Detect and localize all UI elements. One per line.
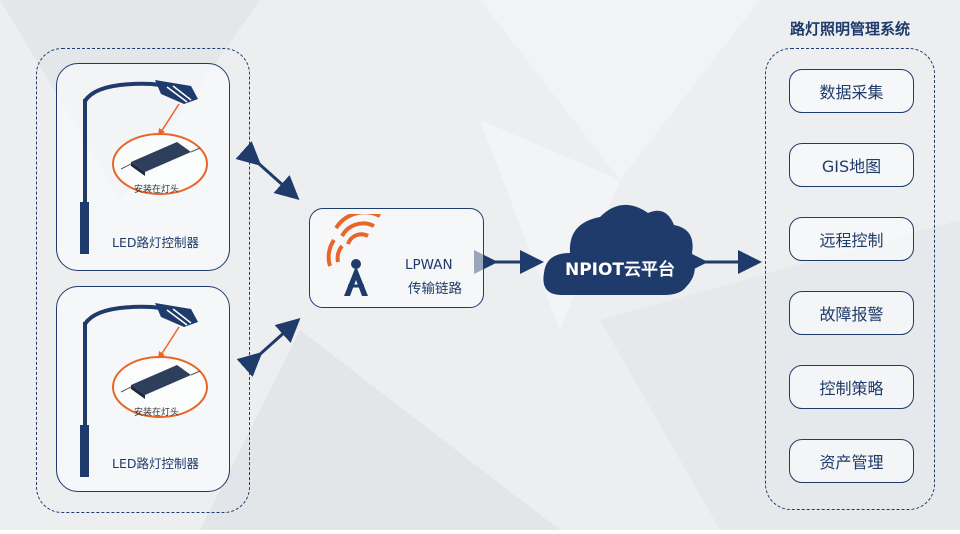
system-item-remote-control[interactable]: 远程控制 bbox=[789, 217, 914, 261]
management-system-group bbox=[765, 48, 935, 510]
lamp-controller-label: LED路灯控制器 bbox=[112, 235, 199, 250]
cloud-icon bbox=[543, 204, 695, 295]
cloud-platform-label: NPIOT云平台 bbox=[564, 260, 676, 280]
lamp-controller-card-1[interactable]: 安装在灯头 LED路灯控制器 bbox=[56, 63, 230, 271]
lpwan-link-box[interactable]: LPWAN 传输链路 bbox=[309, 208, 484, 308]
lamp-controller-group bbox=[36, 48, 250, 513]
device-install-label: 安装在灯头 bbox=[134, 408, 180, 418]
management-system-title: 路灯照明管理系统 bbox=[789, 20, 910, 38]
arrow-lamp1-lpwan bbox=[235, 141, 300, 201]
street-lamp-icon bbox=[80, 80, 208, 254]
lamp-controller-card-2[interactable]: 安装在灯头 LED路灯控制器 bbox=[56, 286, 230, 492]
device-install-label: 安装在灯头 bbox=[134, 185, 180, 195]
lpwan-title: LPWAN bbox=[405, 257, 453, 273]
lamp-controller-label: LED路灯控制器 bbox=[112, 456, 199, 471]
system-item-asset-management[interactable]: 资产管理 bbox=[789, 439, 914, 483]
street-lamp-icon bbox=[80, 303, 208, 477]
system-item-gis-map[interactable]: GIS地图 bbox=[789, 143, 914, 187]
signal-tower-icon bbox=[326, 214, 381, 296]
system-item-control-strategy[interactable]: 控制策略 bbox=[789, 365, 914, 409]
lpwan-subtitle: 传输链路 bbox=[408, 281, 462, 297]
system-item-data-collection[interactable]: 数据采集 bbox=[789, 69, 914, 113]
system-item-fault-alarm[interactable]: 故障报警 bbox=[789, 291, 914, 335]
arrow-lamp2-lpwan bbox=[236, 317, 301, 377]
